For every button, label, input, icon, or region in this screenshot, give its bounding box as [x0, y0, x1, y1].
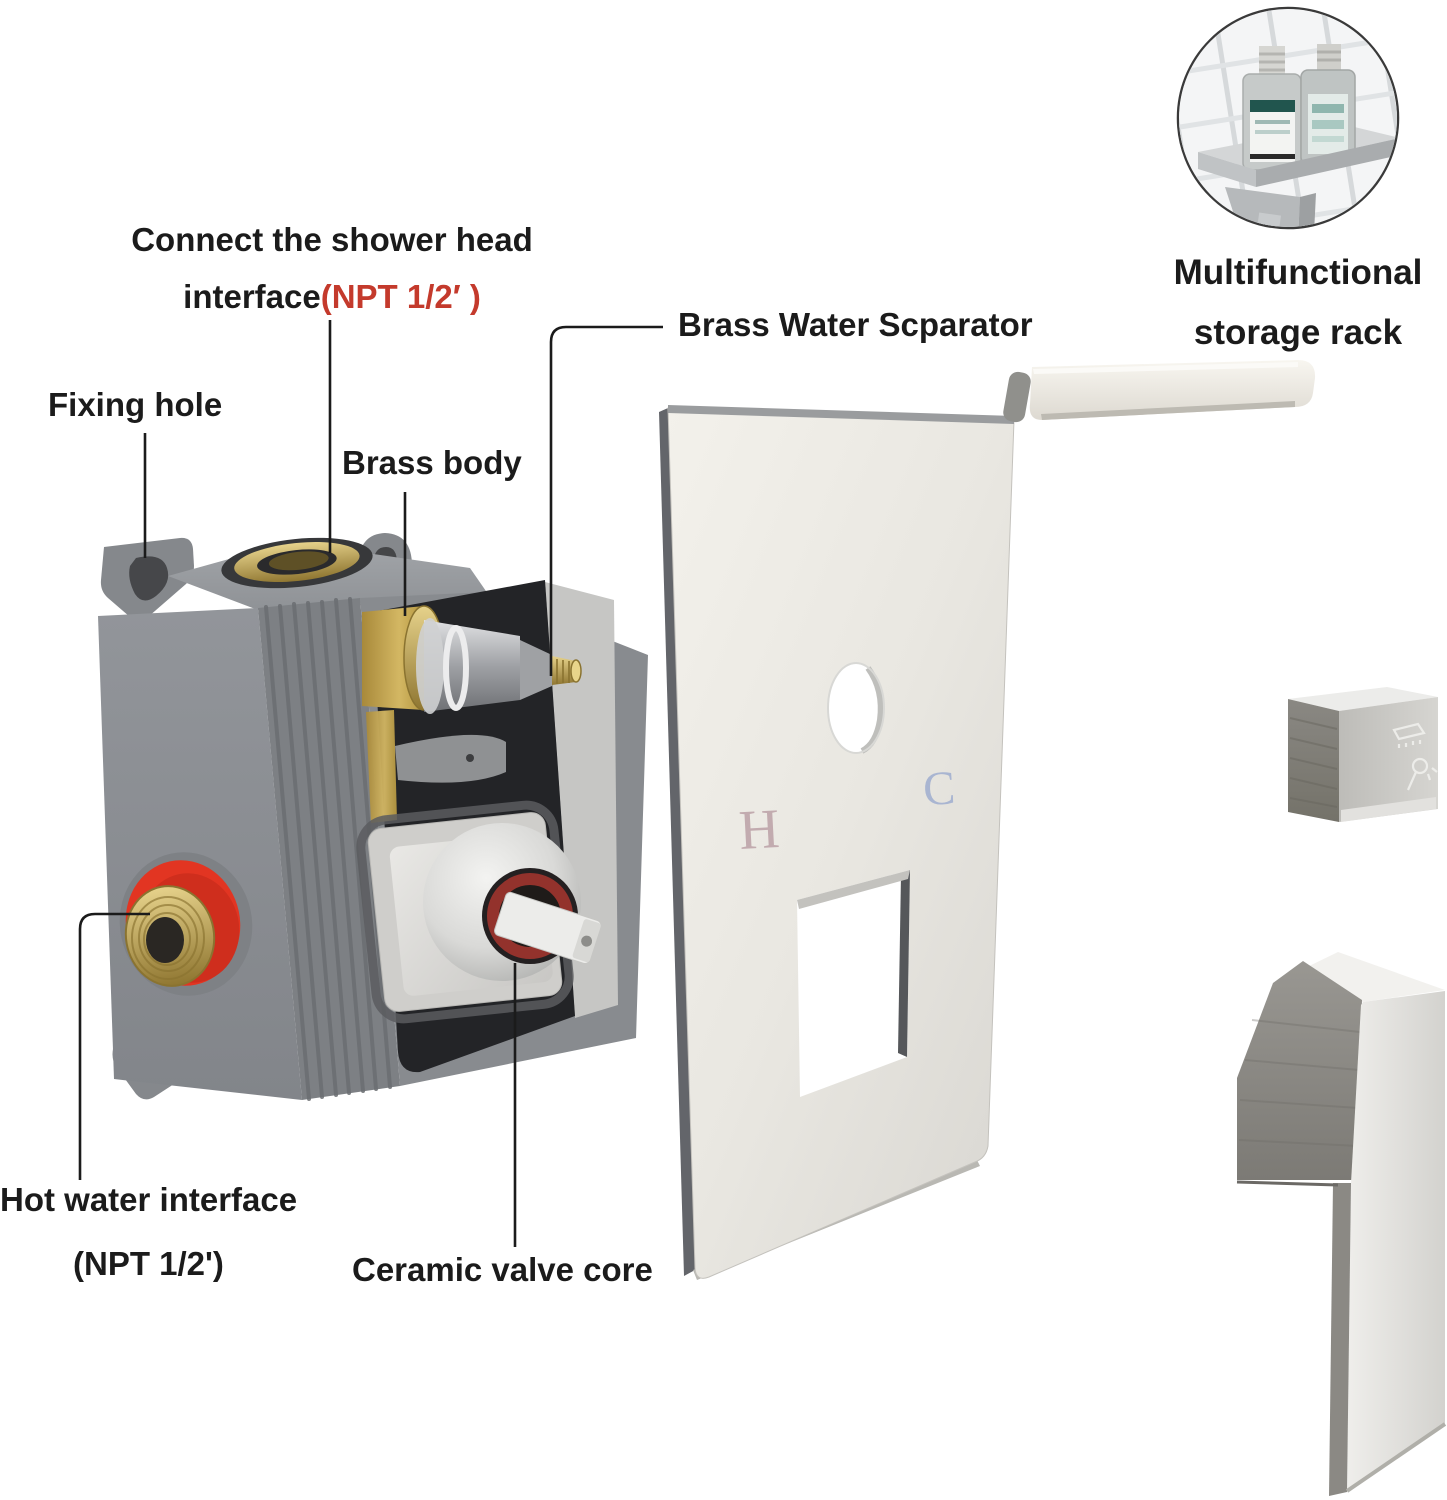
label-fixing-hole: Fixing hole	[48, 386, 223, 423]
valve-stem-white	[494, 891, 602, 965]
leader-hot-water-interface	[78, 912, 150, 1180]
label-hot-water-npt: (NPT 1/2')	[73, 1245, 224, 1282]
label-storage-rack-line1: Multifunctional	[1173, 253, 1423, 292]
hot-marker: H	[737, 798, 781, 862]
trim-escutcheon	[367, 812, 602, 1012]
bottle-left	[1242, 46, 1302, 171]
cold-marker: C	[922, 761, 957, 816]
npt-size-note: (NPT 1/2′ )	[320, 278, 481, 315]
label-storage-rack-line2: storage rack	[1193, 313, 1403, 352]
hot-water-port	[119, 852, 253, 996]
shower-head-port	[221, 537, 373, 589]
fixing-hole-opening	[129, 556, 169, 601]
shelf-arm	[1003, 360, 1316, 423]
label-brass-water-separator: Brass Water Scparator	[678, 306, 1033, 343]
label-hot-water-interface: Hot water interface	[0, 1181, 298, 1218]
hand-shower-icon	[1406, 757, 1438, 791]
rain-shower-icon	[1392, 722, 1426, 748]
label-brass-body: Brass body	[342, 444, 522, 481]
square-cutout	[797, 870, 910, 1097]
label-ceramic-valve-core: Ceramic valve core	[352, 1251, 653, 1288]
valve-stem	[552, 656, 582, 685]
label-shower-head-line2: interface(NPT 1/2′ )	[183, 278, 481, 315]
handle-grip-face	[1237, 961, 1362, 1180]
label-shower-head-line1: Connect the shower head	[131, 221, 533, 258]
rough-in-valve-box	[98, 533, 648, 1101]
leader-lines	[78, 320, 663, 1247]
lever-handle	[1236, 952, 1447, 1496]
label-shower-head-interface: Connect the shower head interface(NPT 1/…	[92, 211, 572, 325]
plate-face	[667, 407, 1015, 1279]
bottle-right	[1300, 44, 1356, 165]
handle-hole	[827, 662, 885, 754]
wall-plate: H C	[659, 405, 1015, 1280]
diverter-button	[1288, 687, 1438, 822]
storage-rack-inset	[1176, 6, 1400, 230]
label-storage-rack: Multifunctional storage rack	[1148, 243, 1447, 363]
ceramic-cartridge	[416, 618, 582, 714]
leader-brass-water-separator	[549, 325, 663, 676]
handle-front-face	[1347, 991, 1445, 1492]
